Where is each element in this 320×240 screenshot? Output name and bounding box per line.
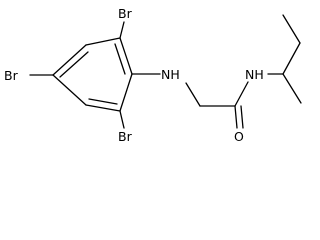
ring-bond-3: [52, 74, 87, 106]
ring-bond-1: [85, 37, 121, 46]
ring-bond-6-inner: [114, 43, 126, 75]
atom-label-br-left: Br: [4, 68, 19, 83]
bond-carbonyl-nh: [234, 81, 249, 107]
atom-label-br-bottom: Br: [118, 129, 133, 144]
benzene-ring: [52, 37, 133, 112]
ring-bond-6: [119, 37, 133, 75]
atom-label-nh-amine: NH: [161, 67, 180, 82]
atom-label-o-carbonyl: O: [234, 129, 244, 144]
bond-ring-br-bottom: [119, 110, 125, 129]
bond-ethyl-methyl: [282, 14, 301, 44]
bond-ch-methyl: [282, 73, 302, 104]
bond-nh-ch2: [185, 82, 201, 107]
atom-label-nh-amide: NH: [245, 67, 264, 82]
ring-bond-2: [52, 44, 87, 76]
ring-bond-4-inner: [88, 98, 118, 105]
ring-bond-5: [119, 73, 133, 112]
bond-carbonyl-o-double: [240, 105, 244, 129]
ring-bond-4: [85, 104, 121, 112]
ring-bond-2-inner: [59, 51, 89, 78]
atom-label-br-top: Br: [118, 6, 133, 21]
bond-ring-br-top: [119, 21, 125, 39]
bond-carbonyl-o: [234, 105, 238, 129]
bond-ch-ethyl: [282, 42, 301, 75]
chemical-structure: Br Br Br NH NH O: [4, 6, 302, 144]
